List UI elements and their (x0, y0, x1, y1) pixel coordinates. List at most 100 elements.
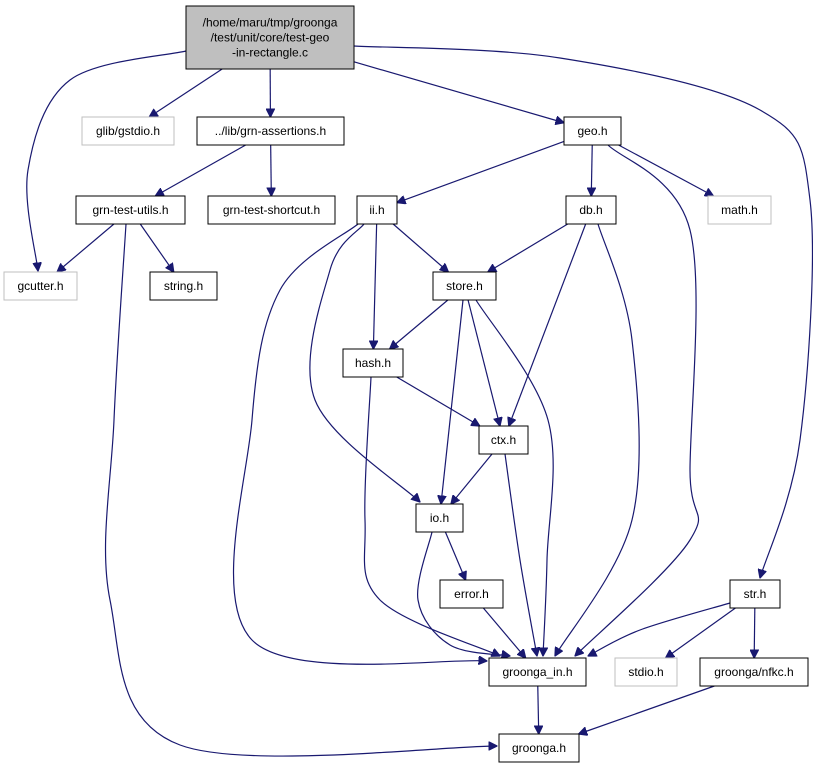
node-string[interactable]: string.h (149, 271, 218, 301)
node-label-io: io.h (430, 511, 449, 525)
node-grn-assertions[interactable]: ../lib/grn-assertions.h (196, 116, 345, 146)
node-io[interactable]: io.h (415, 503, 464, 533)
node-ctx[interactable]: ctx.h (478, 425, 529, 455)
node-groonga-nfkc[interactable]: groonga/nfkc.h (699, 657, 809, 687)
node-box-geo (563, 116, 622, 146)
node-label-root-line-2: /test/unit/core/test-geo (211, 31, 330, 45)
node-label-ii: ii.h (369, 203, 384, 217)
edge-grn-assertions-to-grn-test-shortcut (271, 144, 272, 196)
edge-ctx-to-io (451, 453, 493, 504)
node-box-root (185, 5, 355, 70)
node-gcutter: gcutter.h (3, 271, 78, 301)
node-grn-test-utils[interactable]: grn-test-utils.h (75, 195, 186, 225)
node-box-str (729, 579, 781, 609)
edge-root-to-gcutter (26, 50, 187, 271)
edge-store-to-ctx (467, 299, 500, 426)
node-label-store: store.h (446, 279, 483, 293)
node-label-groonga: groonga.h (512, 741, 566, 755)
edge-geo-to-groonga-in (575, 144, 700, 656)
node-label-ctx: ctx.h (491, 433, 516, 447)
edge-str-to-groonga-in (588, 602, 731, 656)
node-label-grn-assertions: ../lib/grn-assertions.h (215, 124, 326, 138)
edge-ii-to-io (309, 223, 420, 502)
node-stdio: stdio.h (614, 657, 678, 687)
node-label-math: math.h (721, 203, 758, 217)
node-box-db (565, 195, 617, 225)
node-groonga[interactable]: groonga.h (498, 733, 580, 763)
node-box-groonga-in (488, 657, 587, 687)
node-label-str: str.h (744, 587, 767, 601)
node-label-gcutter: gcutter.h (17, 279, 63, 293)
node-box-string (149, 271, 218, 301)
node-box-hash (342, 348, 404, 378)
node-label-hash: hash.h (355, 356, 391, 370)
node-box-grn-test-shortcut (207, 195, 336, 225)
node-label-stdio: stdio.h (628, 665, 663, 679)
node-store[interactable]: store.h (432, 271, 497, 301)
edge-db-to-store (488, 223, 569, 272)
node-label-string: string.h (164, 279, 203, 293)
node-box-ctx (478, 425, 529, 455)
node-grn-test-shortcut[interactable]: grn-test-shortcut.h (207, 195, 336, 225)
edge-grn-test-utils-to-string (139, 223, 173, 272)
node-label-groonga-nfkc: groonga/nfkc.h (714, 665, 793, 679)
node-str[interactable]: str.h (729, 579, 781, 609)
edge-geo-to-math (618, 144, 714, 196)
node-label-groonga-in: groonga_in.h (502, 665, 572, 679)
node-label-error: error.h (454, 587, 489, 601)
node-box-gcutter (3, 271, 78, 301)
edge-layer (26, 45, 813, 757)
edge-grn-assertions-to-grn-test-utils (155, 144, 246, 196)
edge-str-to-stdio (666, 607, 736, 658)
edge-ii-to-store (392, 223, 448, 272)
node-math: math.h (707, 195, 772, 225)
node-glib-gstdio: glib/gstdio.h (81, 116, 175, 146)
node-hash[interactable]: hash.h (342, 348, 404, 378)
edge-store-to-io (441, 299, 464, 504)
edge-io-to-error (444, 531, 465, 580)
node-label-root-line-3: -in-rectangle.c (232, 46, 308, 60)
edge-hash-to-ctx (396, 376, 480, 426)
node-box-math (707, 195, 772, 225)
node-ii[interactable]: ii.h (356, 195, 398, 225)
edge-ii-to-groonga-in (232, 223, 487, 664)
edge-io-to-groonga-in (417, 531, 510, 656)
node-error[interactable]: error.h (439, 579, 504, 609)
edge-grn-test-utils-to-gcutter (57, 223, 115, 272)
node-label-grn-test-utils: grn-test-utils.h (92, 203, 168, 217)
node-box-error (439, 579, 504, 609)
node-geo[interactable]: geo.h (563, 116, 622, 146)
node-box-io (415, 503, 464, 533)
edge-db-to-groonga-in (555, 223, 640, 656)
node-box-stdio (614, 657, 678, 687)
node-label-grn-test-shortcut: grn-test-shortcut.h (223, 203, 320, 217)
node-box-groonga-nfkc (699, 657, 809, 687)
edge-root-to-str (353, 45, 813, 578)
node-layer: /home/maru/tmp/groonga/test/unit/core/te… (3, 5, 809, 763)
edge-ctx-to-groonga-in (504, 453, 537, 656)
node-label-db: db.h (579, 203, 602, 217)
edge-hash-to-groonga-in (363, 376, 500, 656)
edge-db-to-ctx (509, 223, 587, 426)
node-box-ii (356, 195, 398, 225)
node-root[interactable]: /home/maru/tmp/groonga/test/unit/core/te… (185, 5, 355, 70)
node-box-groonga (498, 733, 580, 763)
edge-grn-test-utils-to-groonga (104, 223, 497, 757)
edge-geo-to-ii (397, 140, 565, 202)
edge-error-to-groonga-in (482, 607, 525, 658)
edge-root-to-geo (353, 61, 564, 123)
node-box-store (432, 271, 497, 301)
node-label-root-line-1: /home/maru/tmp/groonga (203, 16, 338, 30)
node-groonga-in[interactable]: groonga_in.h (488, 657, 587, 687)
edge-ii-to-hash (373, 223, 376, 349)
node-db[interactable]: db.h (565, 195, 617, 225)
edge-store-to-groonga-in (475, 299, 554, 656)
edge-geo-to-db (591, 144, 592, 196)
edge-store-to-hash (390, 299, 449, 349)
node-box-grn-test-utils (75, 195, 186, 225)
node-label-glib-gstdio: glib/gstdio.h (96, 124, 160, 138)
edge-root-to-glib-gstdio (149, 68, 223, 117)
edge-str-to-groonga-nfkc (754, 607, 755, 658)
node-box-grn-assertions (196, 116, 345, 146)
